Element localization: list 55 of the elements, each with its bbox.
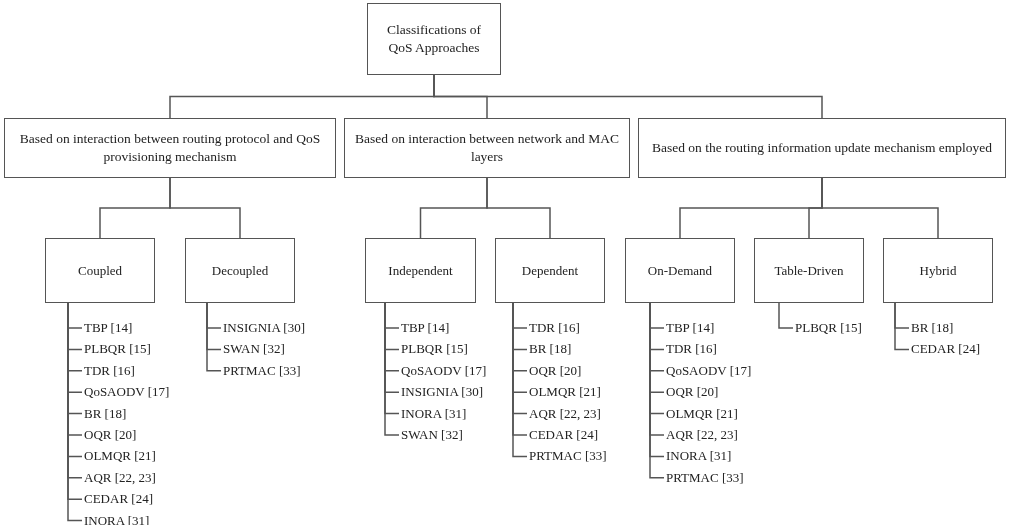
category-box: Classifications of QoS Approaches (367, 3, 501, 75)
protocol-label: OLMQR [21] (529, 383, 601, 402)
protocol-label: AQR [22, 23] (666, 426, 738, 444)
protocol-label: INSIGNIA [30] (401, 383, 483, 402)
protocol-label: INSIGNIA [30] (223, 319, 305, 337)
protocol-label: TBP [14] (666, 319, 715, 337)
connector-line (169, 177, 241, 239)
protocol-label: BR [18] (84, 404, 127, 423)
protocol-label: PRTMAC [33] (666, 468, 744, 487)
protocol-label: OQR [20] (666, 383, 719, 402)
protocol-label: PLBQR [15] (401, 340, 468, 359)
protocol-label: BR [18] (529, 340, 572, 359)
category-box: Table-Driven (754, 238, 864, 303)
category-box: Hybrid (883, 238, 993, 303)
protocol-label: INORA [31] (666, 447, 732, 466)
protocol-label: QoSAODV [17] (666, 361, 752, 380)
protocol-label: SWAN [32] (223, 340, 285, 359)
protocol-label: BR [18] (911, 319, 954, 337)
protocol-label: CEDAR [24] (911, 340, 980, 359)
protocol-label: OLMQR [21] (666, 404, 738, 423)
category-box: Based on interaction between network and MAC layers (344, 118, 630, 178)
protocol-label: PLBQR [15] (84, 340, 151, 359)
protocol-label: INORA [31] (401, 404, 467, 423)
category-box: Based on interaction between routing protocol and QoS provisioning mechanism (4, 118, 336, 178)
protocol-label: TDR [16] (666, 340, 717, 359)
connector-line (486, 177, 551, 239)
protocol-label: QoSAODV [17] (84, 383, 170, 402)
connector-line (384, 302, 400, 436)
protocol-label: OLMQR [21] (84, 447, 156, 466)
protocol-label: OQR [20] (529, 361, 582, 380)
category-box: On-Demand (625, 238, 735, 303)
connector-line (821, 177, 939, 239)
category-box: Dependent (495, 238, 605, 303)
protocol-label: OQR [20] (84, 426, 137, 444)
protocol-label: PLBQR [15] (795, 319, 862, 337)
protocol-label: TBP [14] (401, 319, 450, 337)
protocol-label: SWAN [32] (401, 426, 463, 444)
protocol-label: AQR [22, 23] (84, 468, 156, 487)
connector-line (778, 302, 794, 329)
category-box: Independent (365, 238, 476, 303)
connector-line (206, 302, 222, 372)
protocol-label: PRTMAC [33] (223, 361, 301, 380)
protocol-label: CEDAR [24] (84, 490, 153, 509)
category-box: Based on the routing information update mechanism employed (638, 118, 1006, 178)
connector-line (894, 302, 910, 351)
protocol-label: QoSAODV [17] (401, 361, 487, 380)
category-box: Coupled (45, 238, 155, 303)
protocol-label: PRTMAC [33] (529, 447, 607, 466)
protocol-label: CEDAR [24] (529, 426, 598, 444)
protocol-label: AQR [22, 23] (529, 404, 601, 423)
category-box: Decoupled (185, 238, 295, 303)
connector-line (433, 74, 823, 119)
protocol-label: TBP [14] (84, 319, 133, 337)
protocol-label: TDR [16] (84, 361, 135, 380)
protocol-label: TDR [16] (529, 319, 580, 337)
